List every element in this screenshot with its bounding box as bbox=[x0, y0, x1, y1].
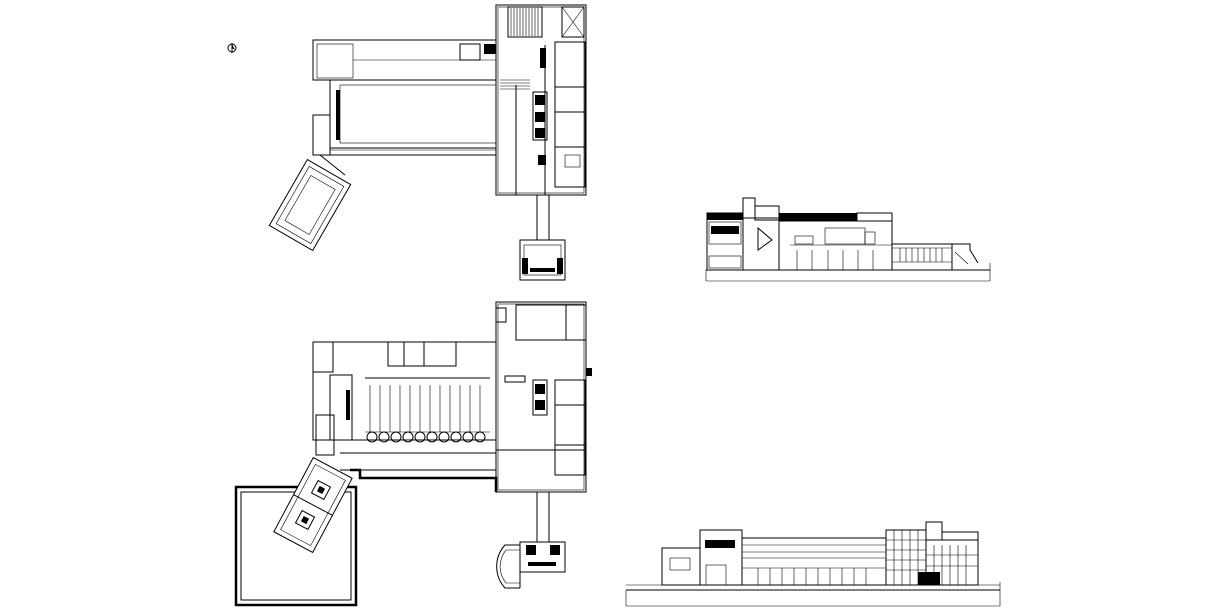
lower-plan-auditorium-seating bbox=[365, 385, 490, 433]
lower-plan-square-court bbox=[234, 485, 358, 607]
lower-plan-main-block bbox=[495, 301, 587, 493]
building-elevation bbox=[625, 521, 1001, 607]
upper-plan-stair bbox=[507, 6, 543, 38]
upper-floor-plan bbox=[268, 4, 587, 281]
upper-plan-rotated-pavilion bbox=[268, 158, 352, 252]
lower-plan-semicircle bbox=[496, 544, 520, 589]
building-section bbox=[705, 197, 991, 282]
lower-plan-rotated-pavilion bbox=[273, 456, 353, 554]
north-arrow-icon bbox=[227, 43, 237, 53]
lower-floor-plan bbox=[234, 301, 592, 607]
upper-plan-bridge bbox=[536, 194, 550, 241]
lower-plan-bridge bbox=[536, 491, 550, 543]
lower-plan-walkway bbox=[350, 468, 498, 492]
upper-plan-gallery bbox=[329, 79, 497, 156]
